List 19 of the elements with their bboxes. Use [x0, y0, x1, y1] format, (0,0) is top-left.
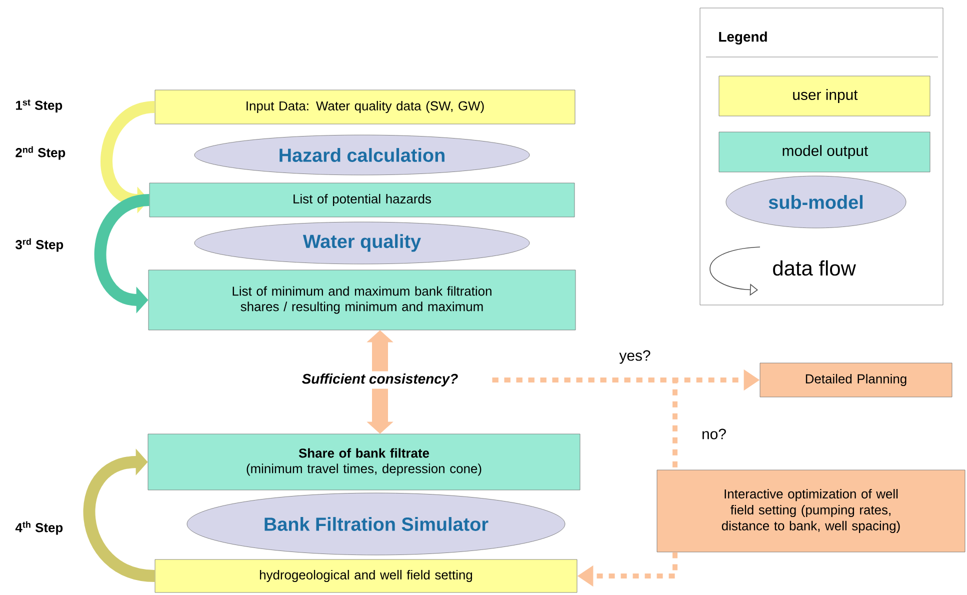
output-box: List of potential hazards [149, 182, 575, 218]
edge-label: no? [702, 428, 726, 440]
planning-box: Detailed Planning [760, 362, 952, 398]
arrow [84, 448, 156, 582]
legend-heading: Legend [719, 31, 767, 45]
legend-text: user input [793, 89, 858, 103]
input-box: hydrogeological and well field setting [154, 559, 578, 593]
output-box: Share of bank filtrate (minimum travel times, depression cone) [148, 434, 580, 490]
step-label: 2$^{nd}$ Step [16, 146, 66, 160]
planning-box: Interactive optimization of well field setting (pumping rates, distance to bank, well spacing) [656, 470, 966, 552]
step-label: 3$^{rd}$ Step [16, 238, 64, 252]
edge-label: yes? [619, 350, 650, 364]
legend-text: data flow [773, 260, 856, 276]
legend-text: model output [782, 145, 868, 159]
input-box: Input Data: Water quality data (SW, GW) [154, 90, 576, 124]
step-label: 4$^{th}$ Step [15, 521, 63, 535]
step-label: 1$^{st}$ Step [16, 100, 62, 112]
question-text: Sufficient consistency? [302, 374, 458, 386]
output-box: List of minimum and maximum bank filtration shares / resulting minimum and maximum [148, 270, 576, 330]
